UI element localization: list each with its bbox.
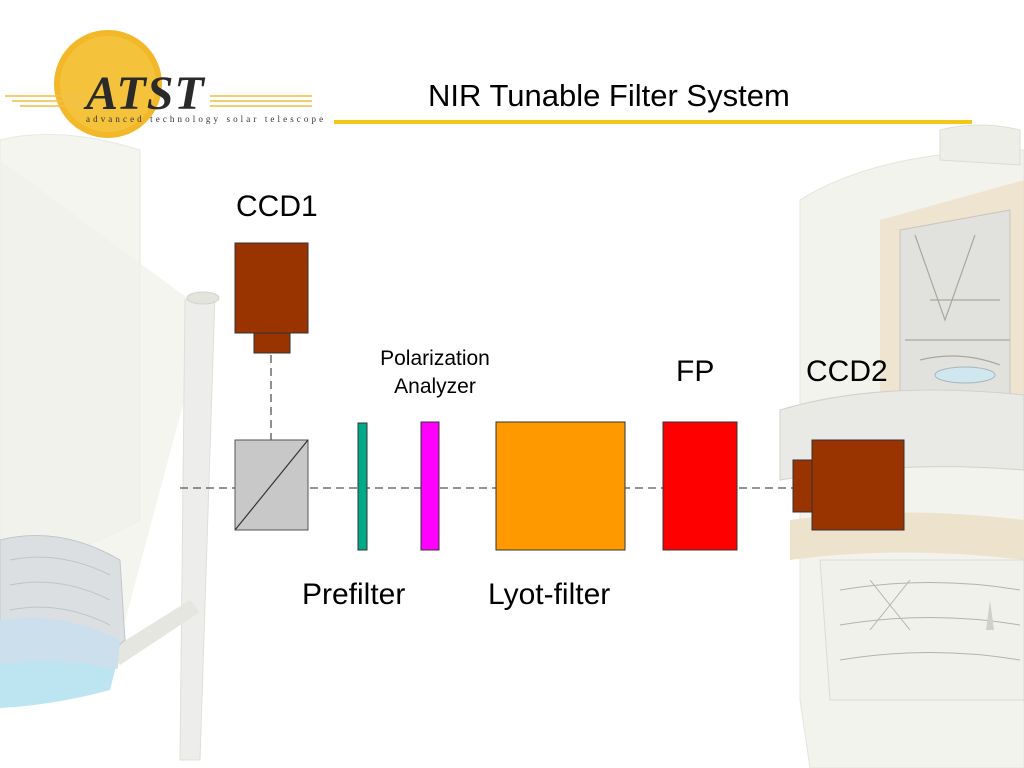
polarization-analyzer-label: Polarization Analyzer xyxy=(380,347,490,398)
slide-title: NIR Tunable Filter System xyxy=(428,78,790,113)
fp-label: FP xyxy=(676,355,715,388)
ccd1-label: CCD1 xyxy=(236,190,318,223)
ccd2-label: CCD2 xyxy=(806,355,888,388)
atst-logo xyxy=(5,30,312,138)
fp-element xyxy=(662,421,738,551)
prefilter-label: Prefilter xyxy=(302,578,406,611)
telescope-illustration-left xyxy=(0,133,220,761)
logo-mark-text: ATST xyxy=(86,67,205,120)
logo-tagline: advanced technology solar telescope xyxy=(86,114,327,124)
beamsplitter-cube xyxy=(234,439,309,531)
ccd2-camera xyxy=(792,439,905,531)
polarization-analyzer-element xyxy=(420,421,440,551)
ccd1-camera xyxy=(234,242,309,354)
lyot-filter-element xyxy=(495,421,626,551)
lyot-filter-label: Lyot-filter xyxy=(488,578,611,611)
logo-stripes xyxy=(5,95,312,107)
prefilter-element xyxy=(357,422,368,551)
